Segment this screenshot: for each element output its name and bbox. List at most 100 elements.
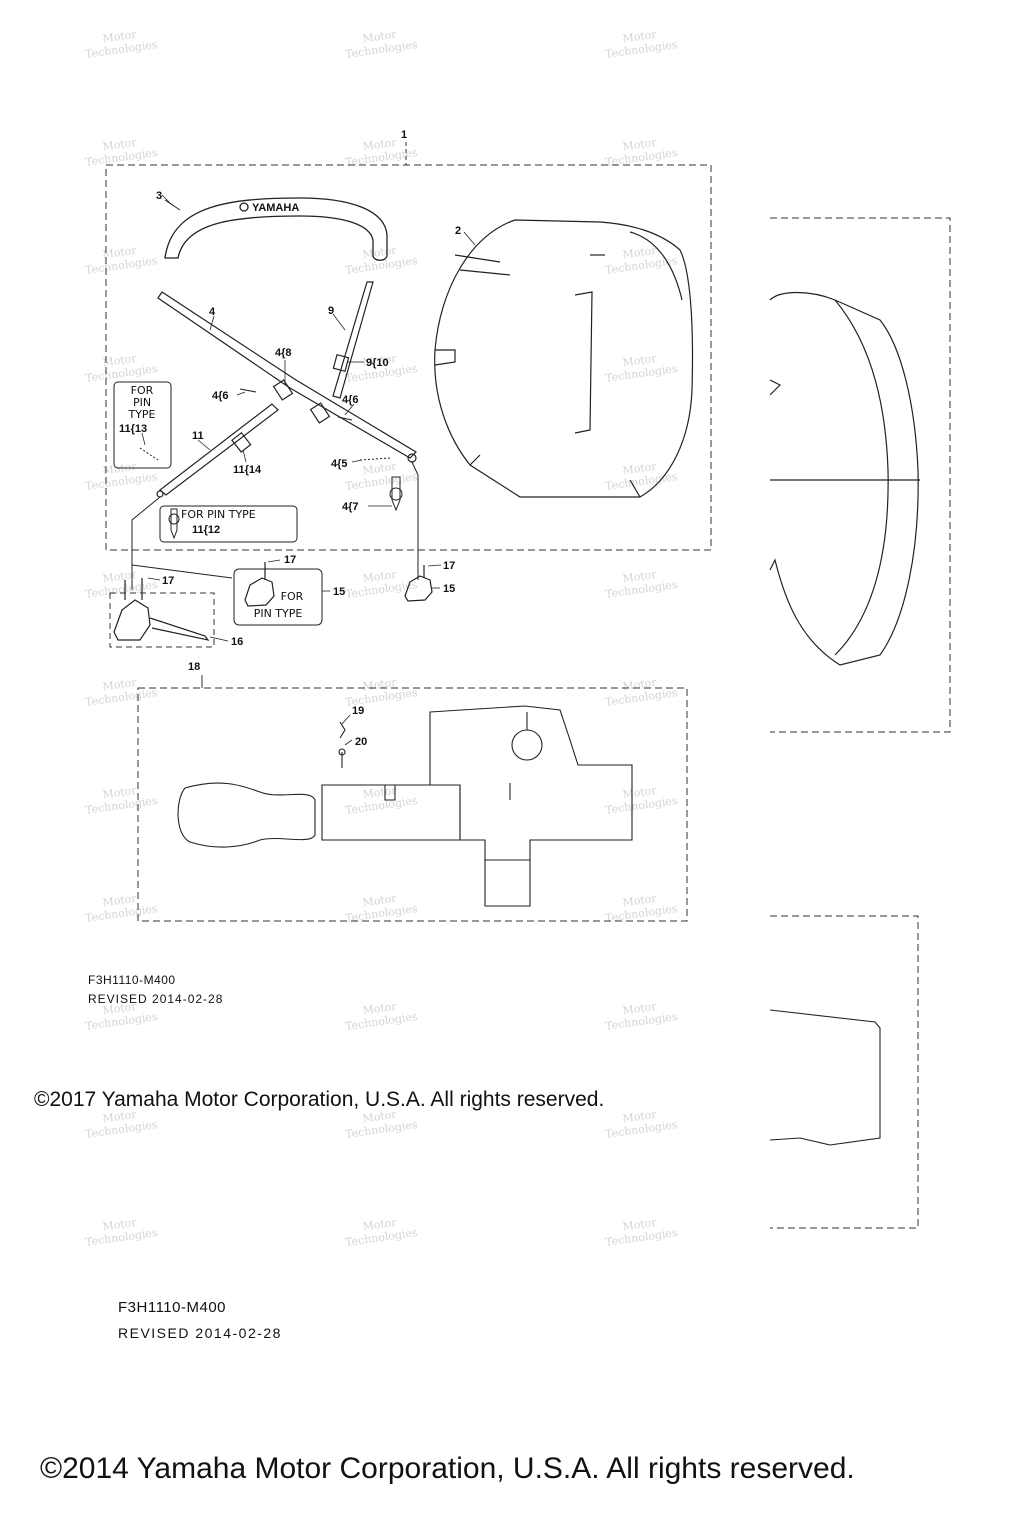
watermark-text: Motor <box>362 1000 398 1018</box>
mat-side <box>769 1009 881 1146</box>
handle-grip <box>164 197 388 261</box>
watermark-text: Motor <box>102 136 138 154</box>
watermark-text: Motor <box>102 568 138 586</box>
watermark-text: Motor <box>102 1108 138 1126</box>
callout-9-10: 9{10 <box>366 357 389 369</box>
callout-17-center: 17 <box>284 554 296 566</box>
seat-cover <box>434 219 694 498</box>
yamaha-logo: YAMAHA <box>252 202 299 214</box>
callout-4: 4 <box>209 306 216 318</box>
callout-11-13: 11{13 <box>119 423 147 435</box>
callout-4-5: 4{5 <box>331 458 348 470</box>
callout-11: 11 <box>192 430 204 442</box>
watermark-text: Motor <box>102 1000 138 1018</box>
watermark-text: Motor <box>102 676 138 694</box>
bracket-right <box>404 565 433 602</box>
callout-11-14: 11{14 <box>233 464 262 476</box>
watermark-text: Motor <box>622 1216 658 1234</box>
watermark-text: Motor <box>622 568 658 586</box>
watermark-layer: MotorTechnologiesMotorTechnologiesMotorT… <box>84 28 678 1249</box>
part-code: F3H1110-M400 <box>118 1299 226 1316</box>
pin-type-inline-box <box>159 505 298 543</box>
watermark-text: Motor <box>622 676 658 694</box>
watermark-text: Motor <box>622 136 658 154</box>
callout-20: 20 <box>355 736 367 748</box>
callout-18: 18 <box>188 661 200 673</box>
callout-1: 1 <box>401 129 407 141</box>
pins <box>168 476 403 540</box>
callout-16: 16 <box>231 636 243 648</box>
callout-11-12: 11{12 <box>192 524 220 536</box>
watermark-text: Motor <box>362 676 398 694</box>
watermark-text: Motor <box>362 892 398 910</box>
callout-17-left: 17 <box>162 575 174 587</box>
callout-4-6-left: 4{6 <box>212 390 229 402</box>
revised-date-small: REVISED 2014-02-28 <box>88 992 224 1006</box>
callout-4-7: 4{7 <box>342 501 359 513</box>
watermark-text: Motor <box>362 568 398 586</box>
assembly-16-frame <box>109 592 215 648</box>
watermark-text: Motor <box>102 784 138 802</box>
watermark-text: Motor <box>622 1000 658 1018</box>
watermark-text: Motor <box>102 28 138 46</box>
floor-mats <box>177 705 633 907</box>
watermark-text: Motor <box>362 1108 398 1126</box>
watermark-text: Motor <box>622 1108 658 1126</box>
callout-15-right: 15 <box>443 583 455 595</box>
assembly-1-frame <box>105 164 712 551</box>
pin-type-line-1: FOR <box>131 384 154 397</box>
bracket-left <box>113 578 210 641</box>
callout-15-center: 15 <box>333 586 345 598</box>
callout-2: 2 <box>455 225 461 237</box>
watermark-text: Motor <box>362 1216 398 1234</box>
right-mat-frame <box>770 915 919 1229</box>
watermark-text: Motor <box>102 1216 138 1234</box>
watermark-text: Motor <box>622 784 658 802</box>
revised-date: REVISED 2014-02-28 <box>118 1325 282 1341</box>
watermark-text: Motor <box>362 460 398 478</box>
watermark-text: Motor <box>362 28 398 46</box>
watermark-text: Motor <box>102 352 138 370</box>
watermark-text: Motor <box>622 28 658 46</box>
copyright-2017: ©2017 Yamaha Motor Corporation, U.S.A. A… <box>34 1088 605 1111</box>
watermark-text: Motor <box>362 244 398 262</box>
callout-9: 9 <box>328 305 334 317</box>
callout-3: 3 <box>156 190 162 202</box>
pin-type-line-2: PIN <box>133 396 151 409</box>
pin-type-box <box>113 381 172 469</box>
watermark-text: Motor <box>622 892 658 910</box>
pin-type-inline: FOR PIN TYPE <box>181 508 256 521</box>
watermark-text: Motor <box>102 892 138 910</box>
bracket-pin-type-line-2: PIN TYPE <box>254 607 303 620</box>
bracket-center <box>244 562 275 607</box>
watermark-text: Motor <box>362 352 398 370</box>
